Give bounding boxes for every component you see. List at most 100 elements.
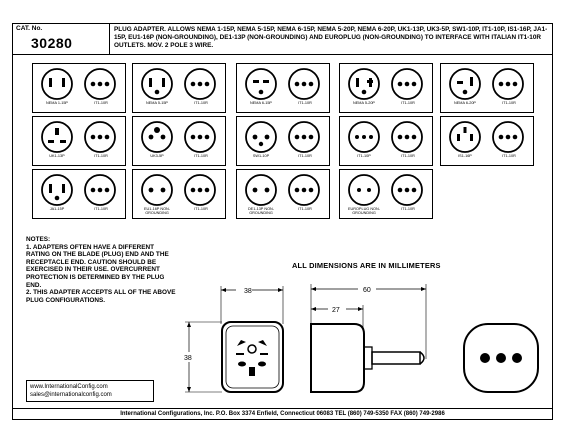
- adapter-cell: UK1-13P IT1-10R: [32, 116, 126, 166]
- adapter-drawing: [41, 121, 116, 153]
- email-text: sales@internationalconfig.com: [30, 392, 112, 398]
- outlet-face-icon: [84, 68, 116, 100]
- notes: NOTES: 1. ADAPTERS OFTEN HAVE A DIFFEREN…: [26, 236, 176, 304]
- plug-label: NEMA 5-20P: [353, 101, 375, 105]
- plug-label: EUROPLUG NON-GROUNDING: [347, 207, 381, 216]
- plug-label: NEMA 5-15P: [146, 101, 168, 105]
- adapter-cell: NEMA 5-20P IT1-10R: [339, 63, 433, 113]
- plug-label: DE1-13P NON-GROUNDING: [247, 207, 275, 216]
- outlet-label: IT1-10R: [401, 101, 415, 105]
- plug-label: NEMA 6-20P: [454, 101, 476, 105]
- contact-box: www.InternationalConfig.com sales@intern…: [26, 380, 154, 402]
- dim-width: 38: [244, 288, 252, 295]
- outlet-face-icon: [84, 121, 116, 153]
- plug-label: NEMA 6-15P: [250, 101, 272, 105]
- outlet-label: IT1-10R: [401, 207, 415, 211]
- outlet-face-icon: [288, 68, 320, 100]
- outlet-label: IT1-10R: [194, 207, 208, 211]
- adapter-drawing: [245, 121, 320, 153]
- adapter-drawing: [41, 174, 116, 206]
- front-view: [183, 285, 284, 393]
- notes-title: NOTES:: [26, 236, 51, 243]
- outlet-face-icon: [288, 174, 320, 206]
- plug-face-icon: [449, 121, 481, 153]
- plug-label: JA1-15P: [49, 207, 65, 211]
- plug-face-icon: [245, 174, 277, 206]
- plug-label: IT1-10P: [357, 154, 371, 158]
- end-view: [463, 323, 539, 393]
- adapter-cell: JA1-15P IT1-10R: [32, 169, 126, 219]
- plug-face-icon: [348, 68, 380, 100]
- adapter-cell: EUROPLUG NON-GROUNDING IT1-10R: [339, 169, 433, 219]
- plug-face-icon: [348, 121, 380, 153]
- plug-face-icon: [41, 68, 73, 100]
- note-2: 2. THIS ADAPTER ACCEPTS ALL OF THE ABOVE…: [26, 289, 176, 304]
- plug-label: UK1-13P: [49, 154, 65, 158]
- adapter-drawing: [41, 68, 116, 100]
- outlet-label: IT1-10R: [94, 154, 108, 158]
- outlet-label: IT1-10R: [298, 101, 312, 105]
- adapter-drawing: [449, 68, 524, 100]
- website-text: www.InternationalConfig.com: [30, 384, 108, 390]
- plug-face-icon: [41, 121, 73, 153]
- catalog-number: 30280: [31, 35, 73, 51]
- adapter-cell: IS1-16P IT1-10R: [440, 116, 534, 166]
- outlet-label: IT1-10R: [502, 101, 516, 105]
- adapter-cell: IT1-10P IT1-10R: [339, 116, 433, 166]
- adapter-cell: NEMA 5-15P IT1-10R: [132, 63, 226, 113]
- catalog-label: CAT. No.: [16, 25, 43, 32]
- outlet-face-icon: [492, 121, 524, 153]
- outlet-face-icon: [391, 68, 423, 100]
- dim-height: 38: [184, 355, 192, 362]
- plug-face-icon: [348, 174, 380, 206]
- adapter-drawing: [141, 121, 216, 153]
- plug-label: NEMA 1-15P: [46, 101, 68, 105]
- plug-face-icon: [245, 121, 277, 153]
- product-description: PLUG ADAPTER. ALLOWS NEMA 1-15P, NEMA 5-…: [114, 26, 548, 49]
- adapter-cell: SW1-10P IT1-10R: [236, 116, 330, 166]
- dim-depth-body: 27: [332, 307, 340, 314]
- outlet-face-icon: [184, 121, 216, 153]
- dimensions-title: ALL DIMENSIONS ARE IN MILLIMETERS: [292, 261, 441, 270]
- adapter-drawing: [141, 68, 216, 100]
- outlet-label: IT1-10R: [298, 154, 312, 158]
- adapter-drawing: [141, 174, 216, 206]
- plug-face-icon: [41, 174, 73, 206]
- outlet-face-icon: [184, 68, 216, 100]
- plug-face-icon: [141, 121, 173, 153]
- outlet-face-icon: [84, 174, 116, 206]
- adapter-cell: NEMA 1-15P IT1-10R: [32, 63, 126, 113]
- plug-face-icon: [141, 68, 173, 100]
- adapter-cell: NEMA 6-20P IT1-10R: [440, 63, 534, 113]
- dimension-drawing: 38 38 60 27: [183, 284, 539, 393]
- plug-face-icon: [245, 68, 277, 100]
- catalog-box: CAT. No. 30280: [13, 24, 110, 54]
- dim-depth-total: 60: [363, 287, 371, 294]
- plug-label: UK3-5P: [150, 154, 164, 158]
- adapter-drawing: [449, 121, 524, 153]
- adapter-drawing: [348, 121, 423, 153]
- adapter-drawing: [245, 68, 320, 100]
- header: CAT. No. 30280 PLUG ADAPTER. ALLOWS NEMA…: [13, 24, 552, 55]
- outlet-label: IT1-10R: [194, 101, 208, 105]
- adapter-cell: EU1-16P NON-GROUNDING IT1-10R: [132, 169, 226, 219]
- outlet-face-icon: [288, 121, 320, 153]
- plug-face-icon: [449, 68, 481, 100]
- plug-label: EU1-16P NON-GROUNDING: [143, 207, 171, 216]
- footer: International Configurations, Inc. P.O. …: [13, 408, 552, 419]
- side-view: [310, 284, 427, 393]
- plug-face-icon: [141, 174, 173, 206]
- adapter-cell: NEMA 6-15P IT1-10R: [236, 63, 330, 113]
- plug-label: IS1-16P: [458, 154, 472, 158]
- outlet-label: IT1-10R: [94, 101, 108, 105]
- outlet-label: IT1-10R: [94, 207, 108, 211]
- adapter-drawing: [348, 174, 423, 206]
- outlet-face-icon: [492, 68, 524, 100]
- spec-sheet: CAT. No. 30280 PLUG ADAPTER. ALLOWS NEMA…: [12, 23, 553, 420]
- note-1: 1. ADAPTERS OFTEN HAVE A DIFFERENT RATIN…: [26, 243, 169, 289]
- outlet-face-icon: [184, 174, 216, 206]
- plug-label: SW1-10P: [252, 154, 270, 158]
- outlet-label: IT1-10R: [401, 154, 415, 158]
- outlet-label: IT1-10R: [502, 154, 516, 158]
